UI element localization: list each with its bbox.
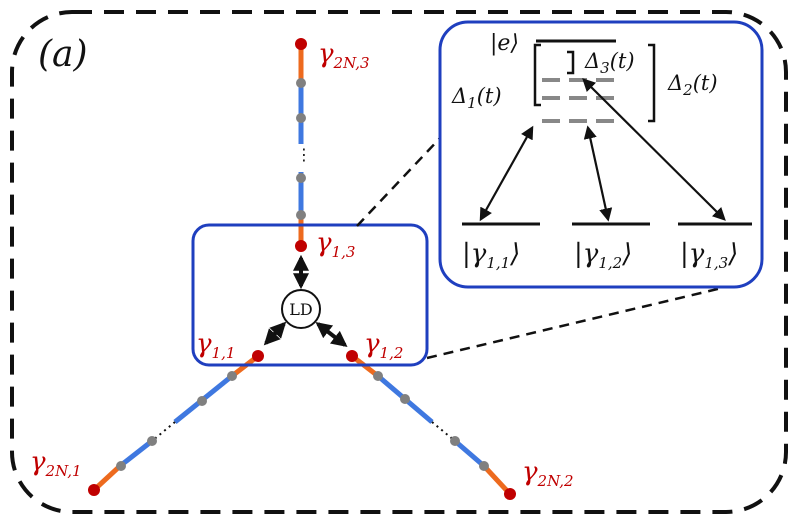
ground-state-1-label: |γ1,1⟩ (462, 239, 520, 272)
majorana-end-dot (504, 488, 516, 500)
left-chain (88, 350, 264, 496)
gamma-top-end-label: γ2N,3 (318, 39, 370, 72)
majorana-end-dot (295, 240, 307, 252)
chain-site-dot (479, 461, 489, 471)
chain-site-dot (373, 371, 383, 381)
transition-arrow-3 (582, 78, 726, 221)
coupling-arrow-left (263, 321, 287, 346)
chain-site-dot (296, 113, 306, 123)
ld-node (281, 289, 321, 329)
chain-site-dot (116, 461, 126, 471)
coupling-region-box (191, 223, 429, 367)
top-chain: ⋮ (295, 38, 312, 252)
majorana-end-dot (346, 350, 358, 362)
chain-site-dot (296, 173, 306, 183)
chain-site-dot (227, 371, 237, 381)
ld-node-label: LD (289, 300, 312, 319)
delta1-label: Δ1(t) (451, 84, 502, 112)
bracket-delta1 (533, 43, 541, 107)
gamma-left-start-label: γ1,1 (196, 329, 235, 362)
excited-state-label: |e⟩ (490, 31, 519, 56)
chain-site-dot (400, 394, 410, 404)
bracket-delta3 (567, 50, 575, 75)
ground-state-3-label: |γ1,3⟩ (680, 239, 738, 272)
delta3-label: Δ3(t) (584, 49, 635, 77)
transition-arrow-1 (479, 125, 534, 222)
zoom-line-bottom (426, 286, 723, 360)
chain-site-dot (450, 436, 460, 446)
gamma-left-end-label: γ2N,1 (30, 447, 82, 480)
majorana-end-dot (88, 484, 100, 496)
zoom-line-top (356, 135, 443, 227)
chain-ellipsis: ⋮ (296, 145, 312, 164)
gamma-right-start-label: γ1,2 (364, 329, 403, 362)
outer-dashed-frame (10, 10, 788, 514)
majorana-end-dot (295, 38, 307, 50)
delta2-label: Δ2(t) (667, 71, 718, 99)
gamma-top-start-label: γ1,3 (316, 228, 355, 261)
chain-site-dot (147, 436, 157, 446)
panel-label: (a) (38, 34, 88, 75)
chain-site-dot (197, 396, 207, 406)
majorana-end-dot (252, 350, 264, 362)
ground-state-2-label: |γ1,2⟩ (574, 239, 632, 272)
coupling-arrow-right (315, 322, 348, 347)
gamma-right-end-label: γ2N,2 (522, 457, 574, 490)
chain-site-dot (296, 210, 306, 220)
right-chain (346, 350, 516, 500)
chain-site-dot (296, 78, 306, 88)
